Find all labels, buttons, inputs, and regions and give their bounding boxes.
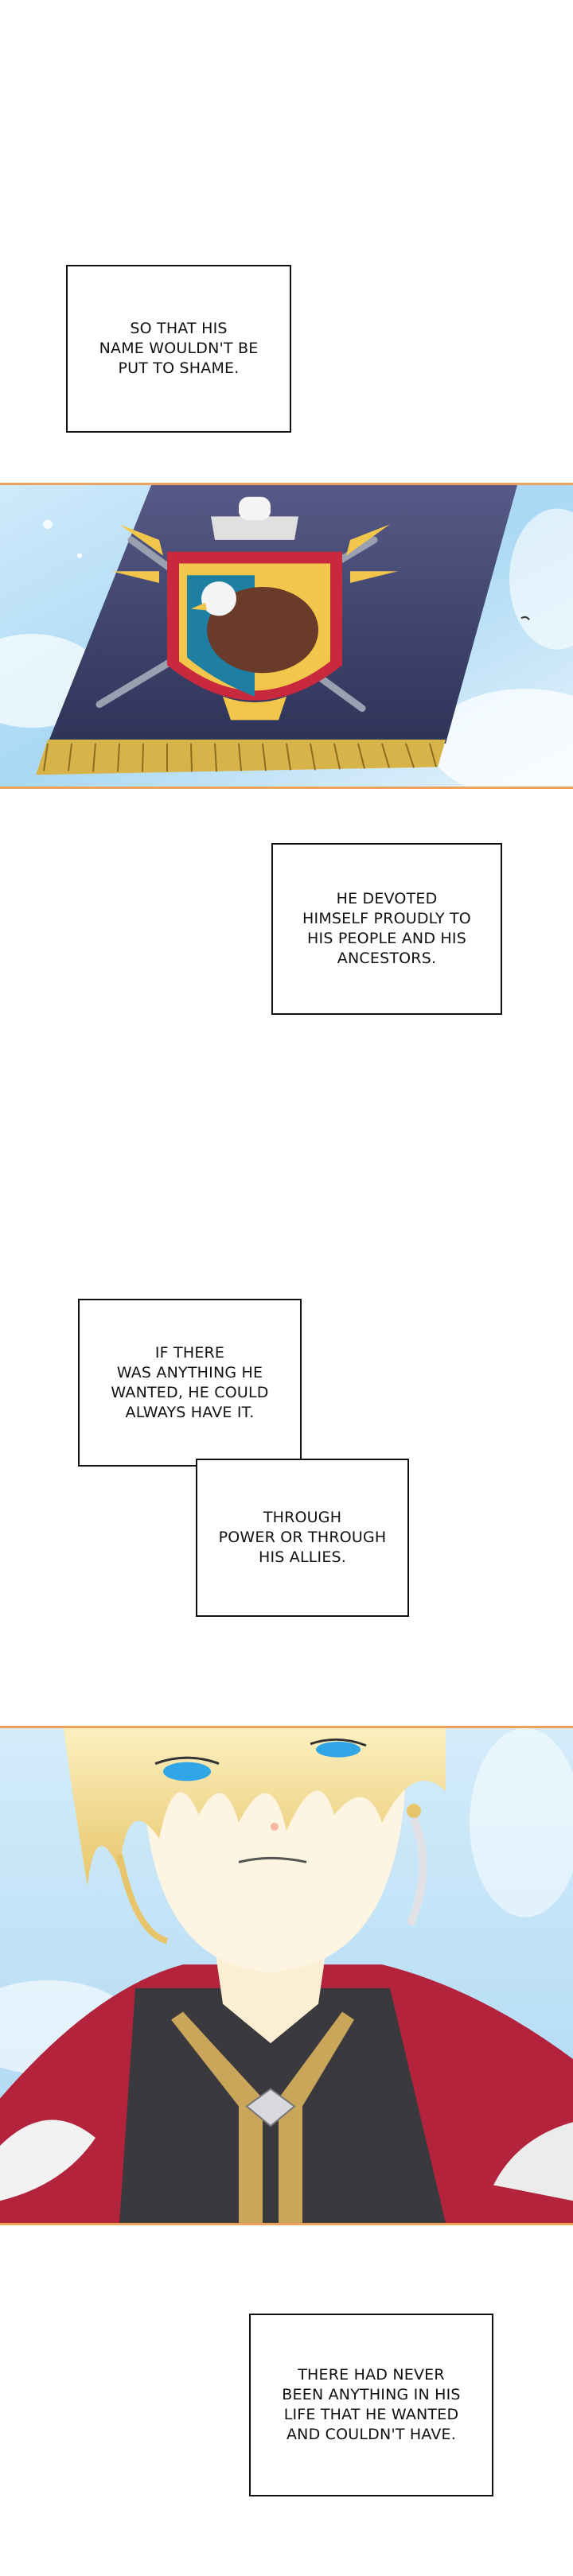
caption-box-1: SO THAT HIS NAME WOULDN'T BE PUT TO SHAM… (66, 265, 291, 433)
caption-text-2: HE DEVOTED HIMSELF PROUDLY TO HIS PEOPLE… (302, 890, 471, 967)
caption-box-2: HE DEVOTED HIMSELF PROUDLY TO HIS PEOPLE… (271, 843, 502, 1015)
prince-portrait-panel (0, 1726, 573, 2225)
caption-text-1: SO THAT HIS NAME WOULDN'T BE PUT TO SHAM… (99, 320, 259, 377)
banner-panel (0, 483, 573, 789)
caption-text-4: THROUGH POWER OR THROUGH HIS ALLIES. (218, 1509, 387, 1566)
caption-box-5: THERE HAD NEVER BEEN ANYTHING IN HIS LIF… (249, 2314, 493, 2496)
caption-text-5: THERE HAD NEVER BEEN ANYTHING IN HIS LIF… (282, 2366, 461, 2443)
prince-illustration (0, 1728, 573, 2223)
caption-text-3: IF THERE WAS ANYTHING HE WANTED, HE COUL… (111, 1343, 269, 1421)
caption-box-3: IF THERE WAS ANYTHING HE WANTED, HE COUL… (78, 1299, 302, 1467)
crest-emblem (96, 496, 398, 721)
banner-illustration (0, 485, 573, 787)
caption-box-4: THROUGH POWER OR THROUGH HIS ALLIES. (196, 1459, 409, 1617)
